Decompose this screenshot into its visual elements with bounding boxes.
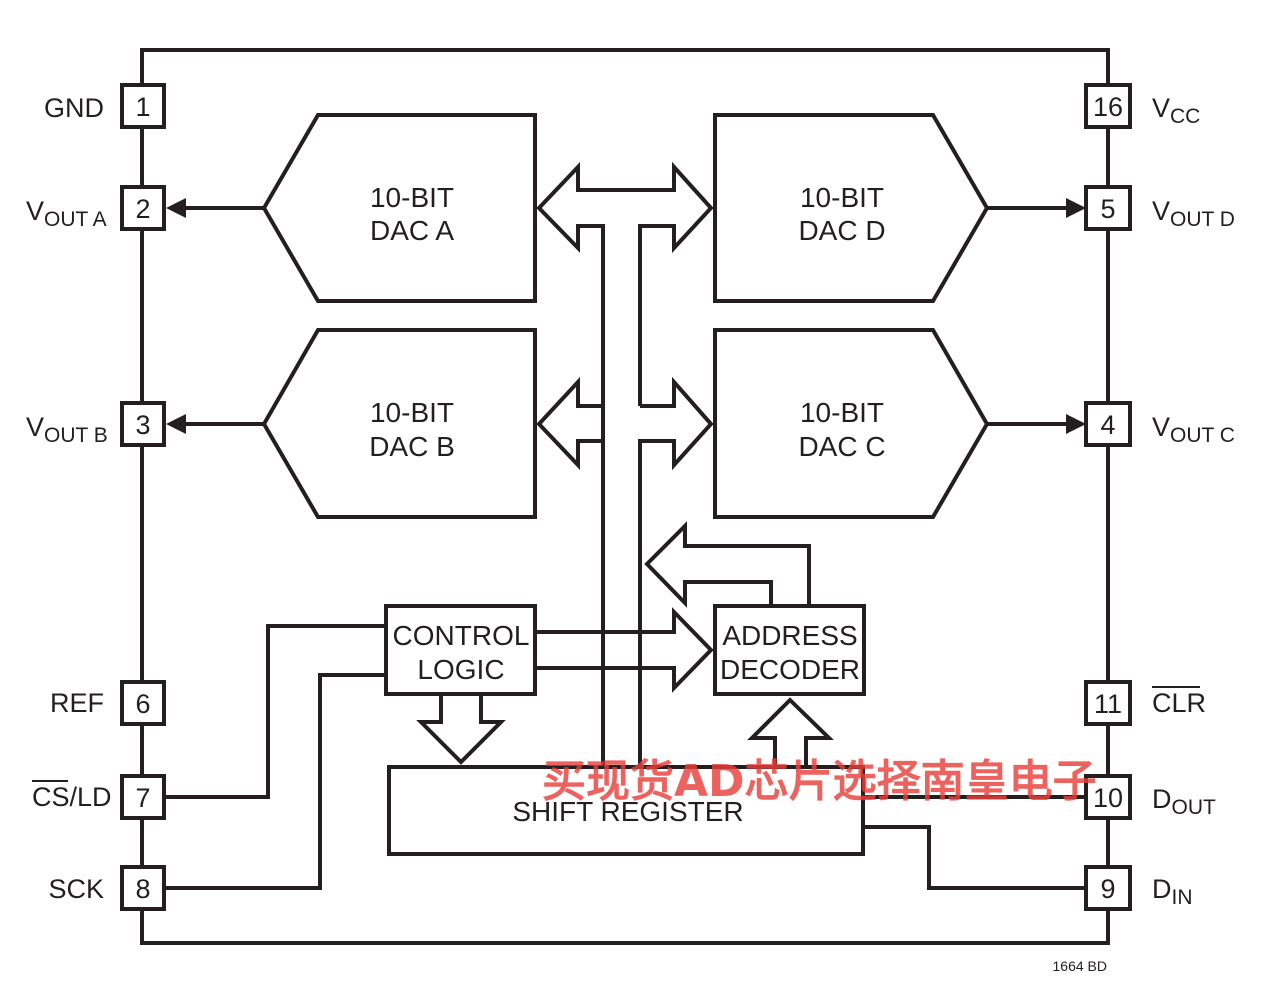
- pin-16-box: [1084, 83, 1132, 129]
- address-decoder-label-1: ADDRESS: [722, 620, 857, 651]
- pin-5-box: [1084, 185, 1132, 231]
- pin-8-box: [120, 865, 166, 911]
- dac-b-block: [261, 328, 537, 519]
- pin-vouta-label: VOUT A: [26, 196, 107, 231]
- vout-b-arrowhead: [166, 414, 186, 434]
- dac-d-label-1: 10-BIT: [800, 182, 884, 213]
- pin-3-number: 3: [135, 410, 150, 440]
- bus-arrow-dac-c: [638, 376, 714, 767]
- pin-10-box: [1084, 774, 1132, 820]
- pin-din-label: DIN: [1152, 874, 1193, 909]
- bus-arrow-dac-a-d: [536, 161, 714, 406]
- address-decoder-label-2: DECODER: [720, 654, 860, 685]
- control-logic-label-2: LOGIC: [417, 654, 504, 685]
- dac-a-label-1: 10-BIT: [370, 182, 454, 213]
- csld-wire: [164, 624, 386, 799]
- pin-vcc-label: VCC: [1152, 93, 1200, 128]
- pin-9-box: [1084, 865, 1132, 911]
- pin-7-number: 7: [135, 783, 150, 813]
- pin-6-number: 6: [135, 689, 150, 719]
- control-to-shift-arrow: [416, 694, 506, 765]
- pin-8-number: 8: [135, 874, 150, 904]
- dac-c-label-2: DAC C: [798, 431, 885, 462]
- address-decoder-block: [713, 604, 866, 696]
- pin-csld-label: CS/LD: [32, 782, 112, 812]
- pin-dout-label: DOUT: [1152, 784, 1216, 819]
- pin-clr-label: CLR: [1152, 688, 1206, 718]
- pin-gnd-label: GND: [44, 93, 104, 123]
- dac-a-label-2: DAC A: [370, 215, 454, 246]
- control-logic-block: [384, 604, 537, 696]
- dac-d-block: [713, 113, 990, 303]
- bus-arrow-dac-b: [536, 376, 605, 767]
- pin-2-number: 2: [135, 194, 150, 224]
- pin-3-box: [120, 401, 166, 447]
- pin-11-box: [1084, 680, 1132, 726]
- pin-sck-label: SCK: [48, 874, 104, 904]
- din-wire: [863, 825, 1086, 890]
- dac-d-label-2: DAC D: [798, 215, 885, 246]
- shift-register-label: SHIFT REGISTER: [512, 796, 743, 827]
- shift-to-address-arrow: [747, 697, 834, 767]
- pin-7-box: [120, 774, 166, 820]
- vout-d-arrowhead: [1066, 198, 1086, 218]
- pin-1-box: [120, 83, 166, 129]
- pin-2-box: [120, 185, 166, 231]
- pin-ref-label: REF: [50, 688, 104, 718]
- pin-9-number: 9: [1100, 874, 1115, 904]
- watermark: 买现货AD芯片选择南皇电子: [542, 756, 1097, 807]
- pin-4-number: 4: [1100, 410, 1115, 440]
- pin-4-box: [1084, 401, 1132, 447]
- control-to-address-arrow: [535, 607, 714, 693]
- vout-c-arrowhead: [1066, 414, 1086, 434]
- dac-c-label-1: 10-BIT: [800, 397, 884, 428]
- shift-register-block: [387, 765, 865, 856]
- vout-a-arrowhead: [166, 198, 186, 218]
- pin-1-number: 1: [135, 92, 150, 122]
- pin-16-number: 16: [1093, 92, 1123, 122]
- pin-voutd-label: VOUT D: [1152, 196, 1235, 231]
- figure-code: 1664 BD: [1053, 958, 1107, 974]
- pin-10-number: 10: [1093, 783, 1123, 813]
- sck-wire: [164, 673, 386, 890]
- pin-5-number: 5: [1100, 194, 1115, 224]
- dac-c-block: [713, 328, 990, 519]
- dac-b-label-1: 10-BIT: [370, 397, 454, 428]
- pin-6-box: [120, 680, 166, 726]
- dac-b-label-2: DAC B: [369, 431, 455, 462]
- control-logic-label-1: CONTROL: [393, 620, 530, 651]
- dac-a-block: [261, 113, 537, 303]
- pin-voutb-label: VOUT B: [26, 412, 108, 447]
- address-to-bus-arrow: [644, 521, 811, 608]
- pin-11-number: 11: [1094, 689, 1122, 719]
- chip-outline: [140, 48, 1110, 945]
- pin-voutc-label: VOUT C: [1152, 412, 1235, 447]
